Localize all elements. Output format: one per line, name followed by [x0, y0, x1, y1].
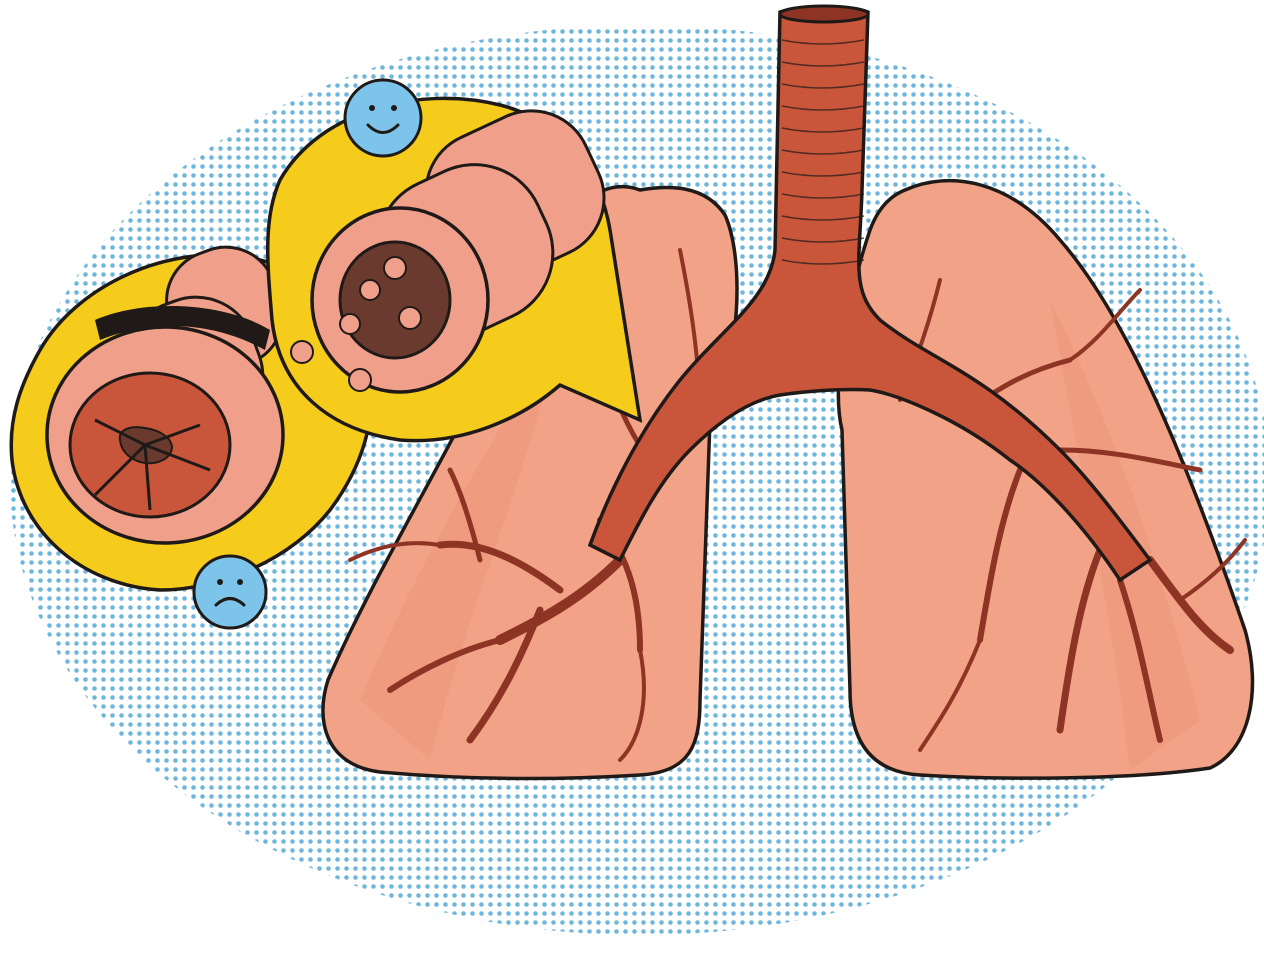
healthy-airway-bubble	[268, 91, 640, 441]
trachea-top	[780, 6, 868, 22]
frowning-face-icon	[194, 556, 266, 628]
smiley-face-icon	[345, 80, 421, 156]
